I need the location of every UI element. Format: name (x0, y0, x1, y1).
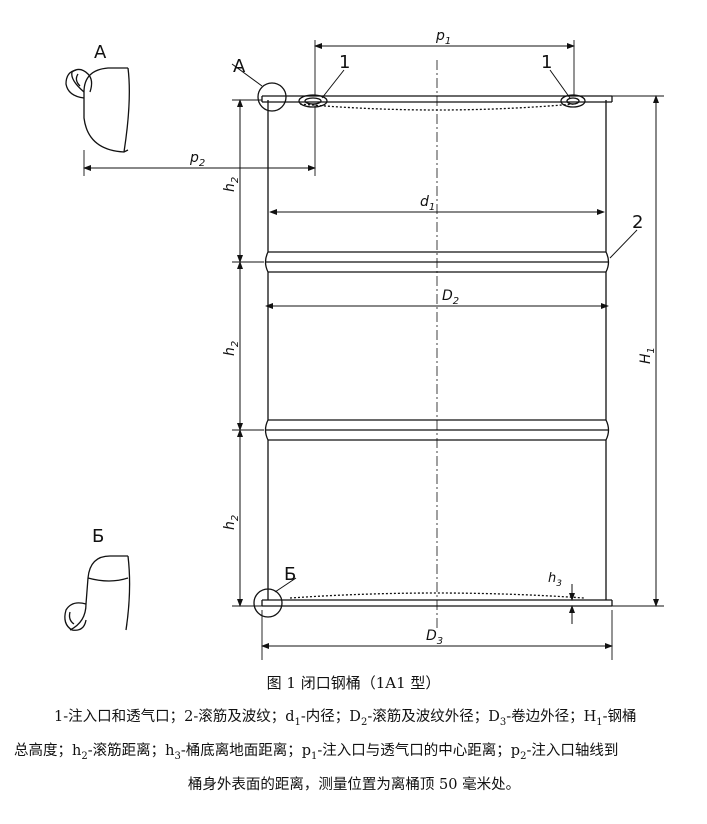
legend-subscript: 2 (520, 750, 527, 762)
figure-legend: 1-注入口和透气口；2-滚筋及波纹；d1-内径；D2-滚筋及波纹外径；D3-卷边… (14, 703, 694, 800)
label-h1: H1 (638, 347, 657, 364)
legend-subscript: 1 (311, 750, 318, 762)
label-p2: p2 (189, 150, 205, 169)
legend-line-2: 总高度；h2-滚筋距离；h3-桶底离地面距离；p1-注入口与透气口的中心距离；p… (14, 742, 619, 762)
label-d2: D2 (442, 288, 459, 307)
detail-b-circle (253, 588, 283, 618)
label-h2-mid: h2 (222, 341, 241, 356)
callout-2: 2 (632, 212, 643, 233)
label-d3: D3 (426, 628, 443, 647)
legend-line-3: 桶身外表面的距离，测量位置为离桶顶 50 毫米处。 (187, 776, 521, 793)
detail-a-callout: A (233, 56, 246, 77)
detail-b-label: Б (92, 526, 104, 547)
detail-a-label: A (94, 42, 107, 63)
label-h2-top: h2 (222, 177, 241, 192)
label-h2-bot: h2 (222, 515, 241, 530)
detail-a-sketch (65, 67, 130, 153)
figure-caption: 图 1 闭口钢桶（1A1 型） (266, 674, 441, 692)
bung-left (298, 94, 328, 108)
legend-subscript: 3 (174, 750, 181, 762)
label-d1: d1 (420, 194, 435, 213)
label-h3: h3 (548, 571, 562, 589)
legend-subscript: 1 (596, 716, 603, 728)
detail-b-sketch (64, 555, 131, 631)
bung-right (560, 94, 586, 108)
steel-drum-drawing: A A Б Б 1 1 2 p1 p2 d1 D2 D3 H1 h2 h2 h2… (64, 28, 664, 660)
detail-a-circle (257, 82, 287, 112)
legend-subscript: 2 (360, 716, 368, 728)
legend-subscript: 2 (81, 750, 88, 762)
detail-b-callout: Б (284, 564, 296, 585)
callout-1-right: 1 (541, 52, 552, 73)
legend-subscript: 1 (294, 716, 301, 728)
label-p1: p1 (435, 28, 451, 47)
legend-line-1: 1-注入口和透气口；2-滚筋及波纹；d1-内径；D2-滚筋及波纹外径；D3-卷边… (54, 709, 637, 728)
legend-subscript: 3 (499, 716, 507, 728)
callout-1-left: 1 (339, 52, 350, 73)
